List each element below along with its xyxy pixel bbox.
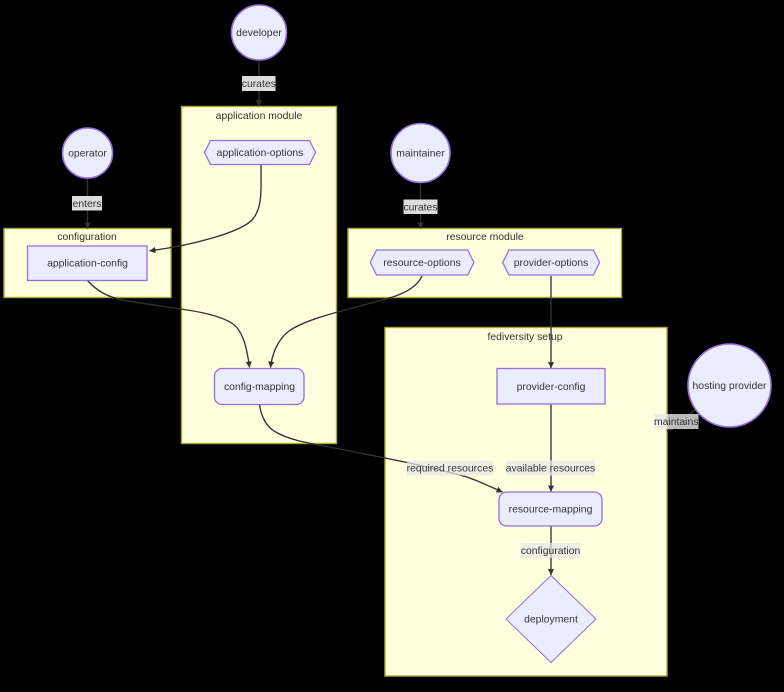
svg-text:deployment: deployment bbox=[524, 615, 578, 626]
svg-text:maintains: maintains bbox=[654, 417, 698, 428]
svg-text:config-mapping: config-mapping bbox=[224, 382, 295, 393]
svg-text:developer: developer bbox=[236, 28, 282, 39]
svg-text:enters: enters bbox=[73, 199, 102, 210]
svg-text:maintainer: maintainer bbox=[396, 149, 445, 160]
svg-text:curates: curates bbox=[403, 202, 437, 213]
svg-text:configuration: configuration bbox=[521, 546, 581, 557]
svg-text:fediversity setup: fediversity setup bbox=[487, 332, 562, 343]
svg-text:required resources: required resources bbox=[407, 464, 494, 475]
svg-text:curates: curates bbox=[242, 79, 276, 90]
svg-text:resource module: resource module bbox=[446, 232, 524, 243]
svg-text:provider-options: provider-options bbox=[514, 258, 589, 269]
svg-text:application-options: application-options bbox=[217, 148, 304, 159]
svg-text:resource-mapping: resource-mapping bbox=[509, 505, 593, 516]
svg-text:configuration: configuration bbox=[57, 232, 117, 243]
svg-text:available resources: available resources bbox=[506, 464, 596, 475]
svg-text:operator: operator bbox=[68, 149, 107, 160]
svg-text:provider-config: provider-config bbox=[517, 382, 586, 393]
svg-text:hosting provider: hosting provider bbox=[693, 381, 767, 392]
svg-text:application-config: application-config bbox=[47, 259, 128, 270]
svg-text:resource-options: resource-options bbox=[383, 258, 460, 269]
svg-text:application module: application module bbox=[216, 111, 303, 122]
